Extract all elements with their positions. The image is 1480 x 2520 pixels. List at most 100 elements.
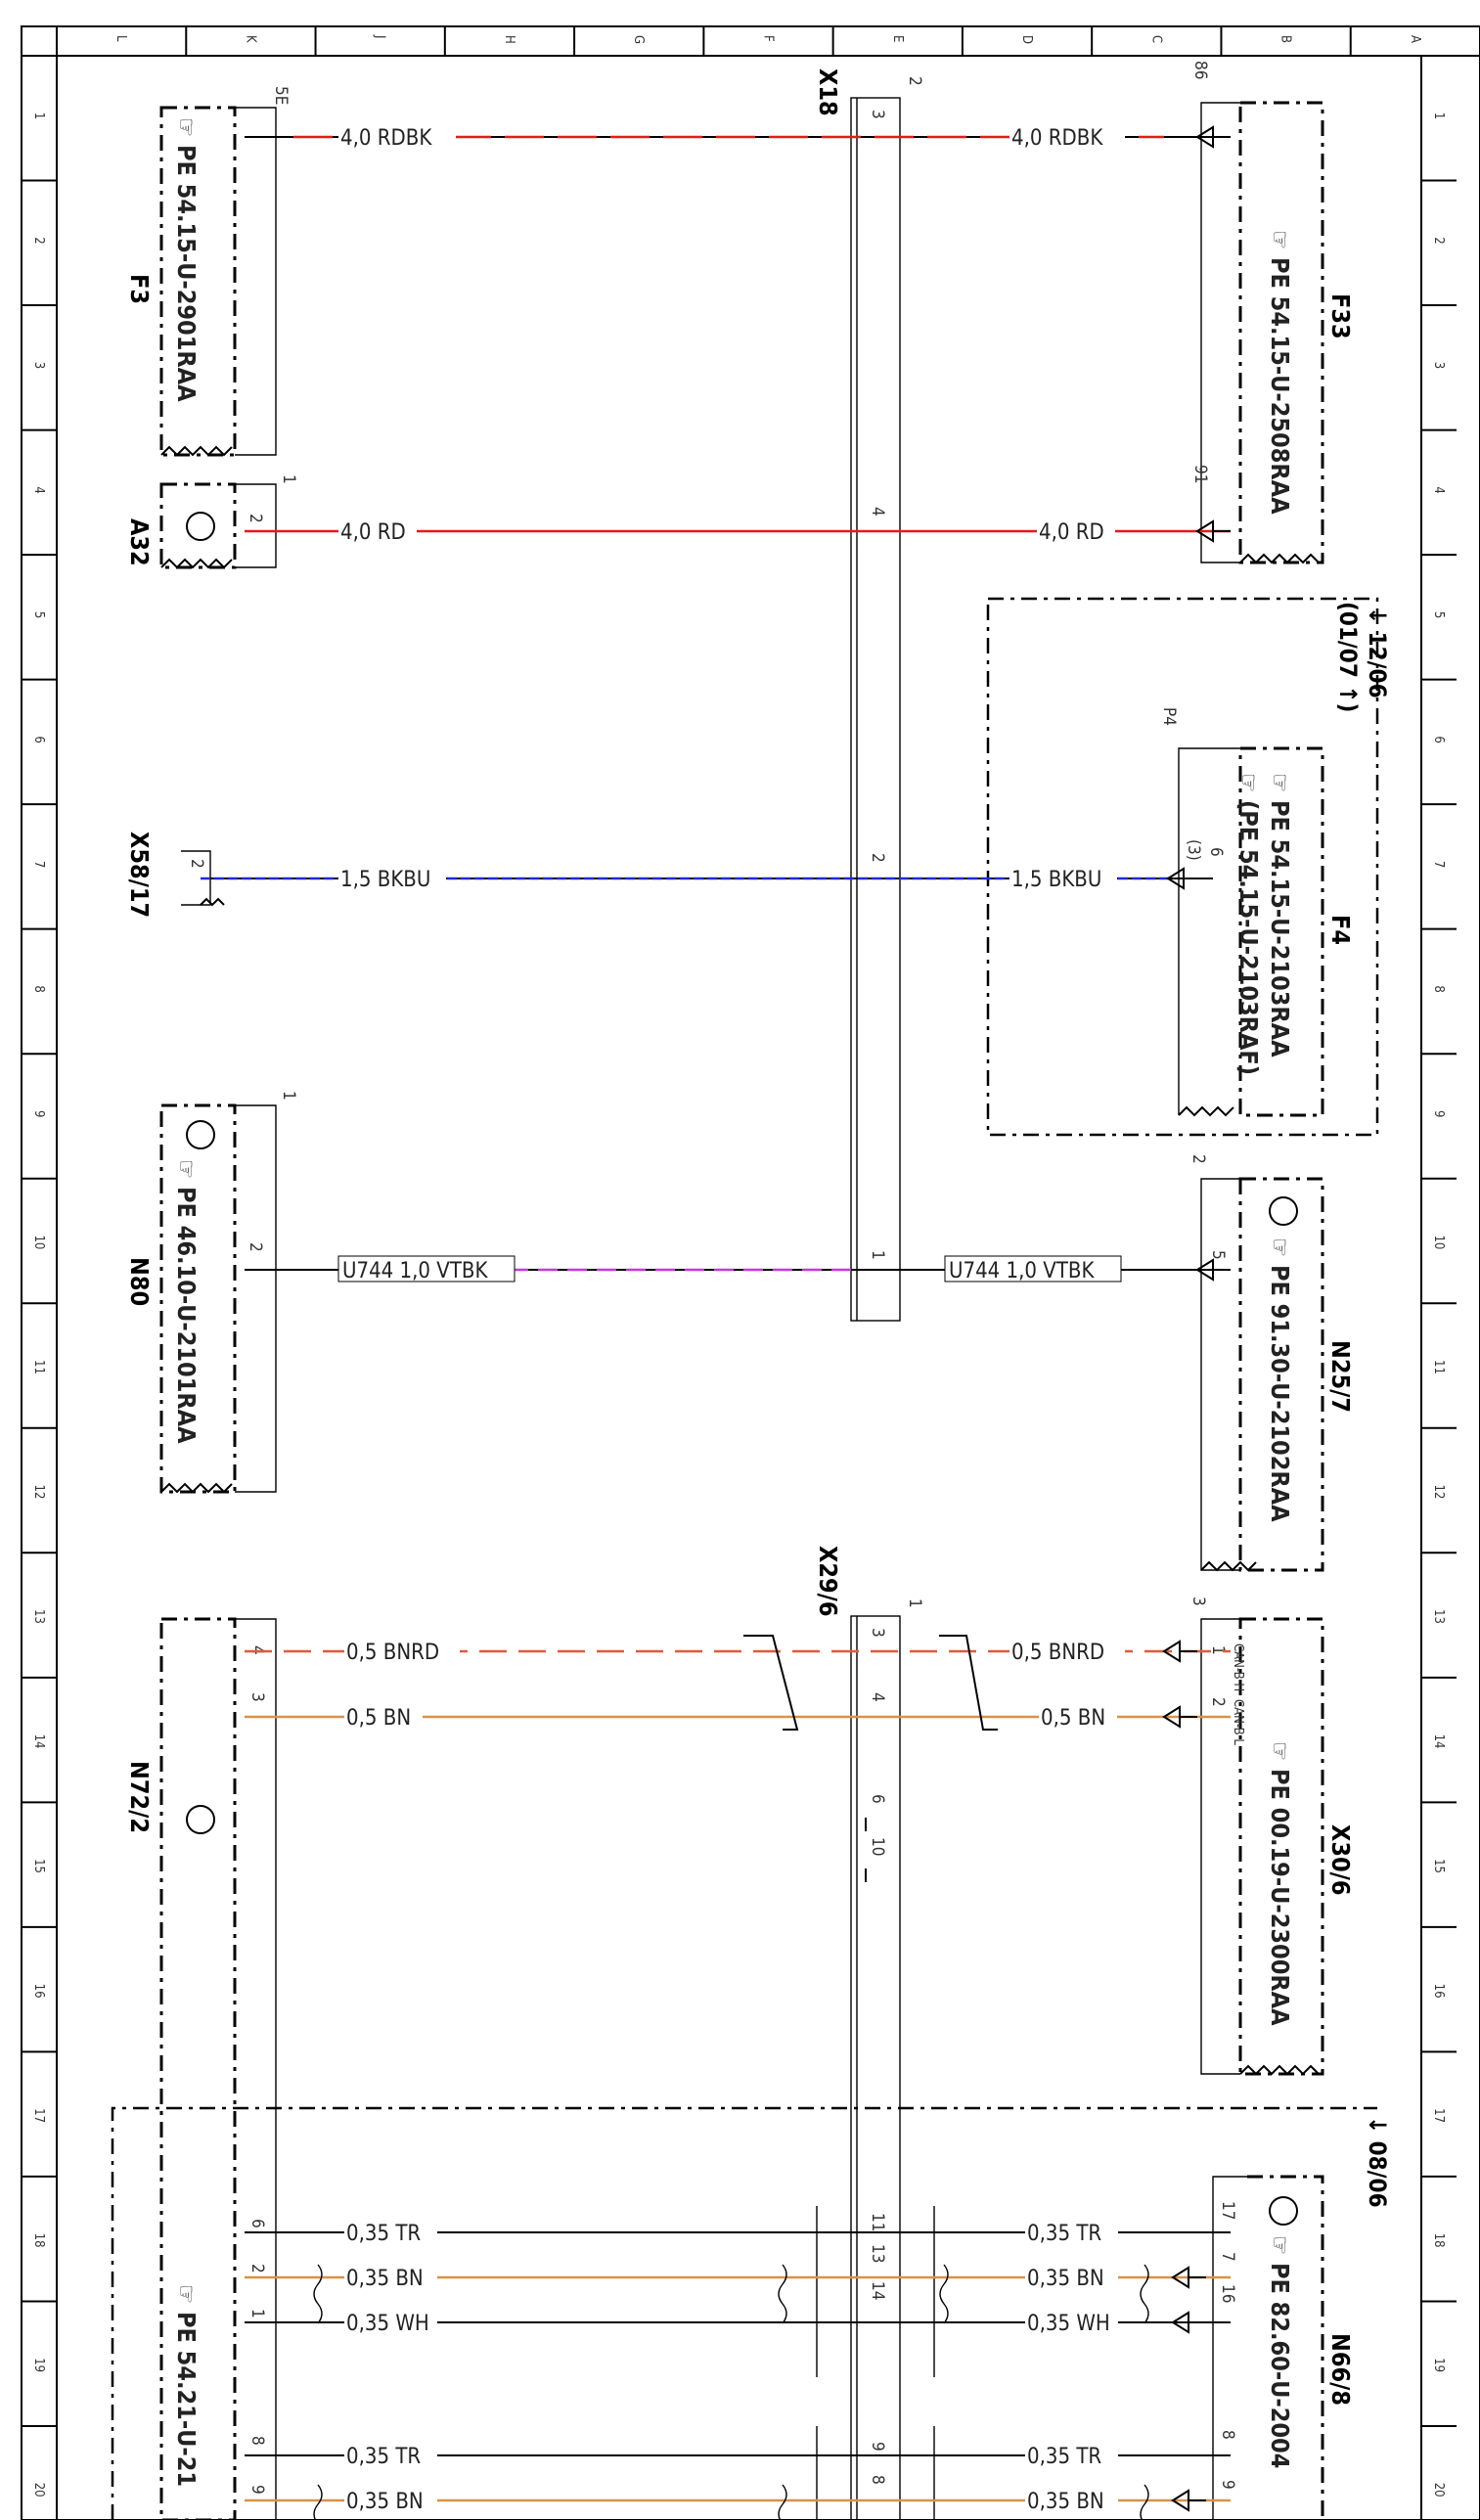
grid-number: 12 xyxy=(1431,1485,1446,1500)
grid-number: 2 xyxy=(1431,237,1446,244)
wire-row14-right: 0,5 BN xyxy=(1041,1706,1105,1731)
n66-range: ↓ 08/06 xyxy=(1364,2116,1391,2208)
arrow-icon xyxy=(1195,1258,1231,1282)
grid-number: 9 xyxy=(1431,1110,1446,1117)
wire-row10-left: U744 1,0 VTBK xyxy=(342,1259,488,1283)
n66-pin-17: 17 xyxy=(1218,2201,1237,2220)
n72-pin-2: 2 xyxy=(247,2264,267,2273)
grid-letter: G xyxy=(631,35,646,44)
x18-top-pin: 2 xyxy=(905,76,924,86)
grid-number: 17 xyxy=(1431,2108,1446,2123)
x18-pin-4: 4 xyxy=(868,507,887,517)
grid-number: 18 xyxy=(31,2233,46,2248)
grid-number: 12 xyxy=(31,1485,46,1500)
x29-pin-6: 6 xyxy=(868,1794,887,1804)
x30-can-l: CAN-B L xyxy=(1231,1699,1245,1745)
x29-pin-4: 4 xyxy=(868,1692,887,1702)
component-n80: N80 ☞ PE 46.10-U-2101RAA 2 1 xyxy=(125,1091,298,1494)
grid-number: 17 xyxy=(31,2108,46,2123)
grid-letter: H xyxy=(502,35,516,44)
grid-number: 7 xyxy=(1431,861,1446,868)
n66-pin-7: 7 xyxy=(1218,2252,1237,2262)
twist-squiggle-r2 xyxy=(1140,2484,1149,2520)
component-f3: F3 ☞ PE 54.15-U-2901RAA 5E xyxy=(125,86,291,457)
sensor-icon xyxy=(186,1805,215,1834)
grid-number: 3 xyxy=(1431,362,1446,369)
component-a32: A32 2 1 xyxy=(125,474,298,569)
x29-pin-14: 14 xyxy=(868,2281,887,2300)
grid-letter: E xyxy=(890,35,905,42)
grid-number: 8 xyxy=(1431,985,1446,992)
x29-label: X29/6 xyxy=(814,1546,842,1617)
f33-label: F33 xyxy=(1326,293,1355,339)
wire-row18-right: 0,35 TR xyxy=(1027,2222,1101,2246)
grid-number: 5 xyxy=(31,611,46,618)
grid-number: 19 xyxy=(1431,2358,1446,2372)
f4-range-a: ↓ 12/06 xyxy=(1364,607,1391,698)
grid-number: 20 xyxy=(31,2483,46,2498)
grid-letter: K xyxy=(243,35,257,43)
n25-pin-5: 5 xyxy=(1208,1250,1228,1260)
n25-ref: ☞ PE 91.30-U-2102RAA xyxy=(1266,1238,1294,1522)
wire-row4-left: 4,0 RD xyxy=(340,520,406,545)
grid-number: 13 xyxy=(31,1609,46,1624)
x29-pin-13: 13 xyxy=(868,2244,887,2263)
wire-row7-right: 1,5 BKBU xyxy=(1011,868,1101,892)
n80-pin-1: 1 xyxy=(279,1091,298,1101)
wire-row20a-left: 0,35 TR xyxy=(346,2445,421,2469)
x29-pin-3: 3 xyxy=(868,1628,887,1638)
wire-row19a-left: 0,35 BN xyxy=(346,2267,424,2291)
frame xyxy=(21,25,1480,2520)
a32-label: A32 xyxy=(125,518,154,566)
x18-label: X18 xyxy=(814,68,842,116)
grid-number: 2 xyxy=(31,237,46,244)
wire-row19b-right: 0,35 WH xyxy=(1027,2312,1110,2336)
twist-squiggle-l1 xyxy=(313,2264,323,2324)
grid-number: 11 xyxy=(1431,1360,1446,1374)
arrow-icon xyxy=(1195,125,1231,149)
f33-pin-86: 86 xyxy=(1190,61,1210,79)
f3-pin: 5E xyxy=(271,86,291,105)
n72-pin-9: 9 xyxy=(247,2485,267,2495)
wire-row19b-left: 0,35 WH xyxy=(346,2312,429,2336)
wire-row10-right: U744 1,0 VTBK xyxy=(949,1259,1095,1283)
f3-label: F3 xyxy=(125,274,154,304)
wires: 4,0 RDBK 4,0 RDBK 4,0 RD 4,0 RD 1,5 BKBU… xyxy=(201,123,1231,2520)
n66-label: N66/8 xyxy=(1326,2333,1355,2406)
grid-number: 5 xyxy=(1431,611,1446,618)
sensor-icon xyxy=(186,512,215,541)
wire-row7-left: 1,5 BKBU xyxy=(340,868,430,892)
arrow-icon xyxy=(1171,2489,1206,2512)
grid-number: 14 xyxy=(31,1734,46,1749)
f4-label: F4 xyxy=(1326,915,1355,945)
component-f4: F4 ☞ PE 54.15-U-2103RAA ☞ (PE 54.15-U-21… xyxy=(986,597,1391,1137)
n72-ref: ☞ PE 54.21-U-21 xyxy=(172,2284,201,2487)
connector-x29-6: X29/6 1 3 4 6 10 11 13 14 9 8 xyxy=(814,1546,935,2520)
grid-letter: J xyxy=(373,34,387,38)
sensor-icon xyxy=(186,1120,215,1149)
grid-number: 6 xyxy=(31,736,46,742)
arrow-icon xyxy=(1171,2266,1206,2289)
grid-number: 18 xyxy=(1431,2233,1446,2248)
grid-number: 4 xyxy=(31,486,46,493)
x29-shield xyxy=(816,2206,935,2377)
component-n66-8: N66/8 ☞ PE 82.60-U-2004 ↓ 08/06 17 7 16 … xyxy=(111,2106,1391,2520)
f33-ref: ☞ PE 54.15-U-2508RAA xyxy=(1266,230,1294,515)
grid-number: 6 xyxy=(1431,736,1446,742)
x29-pin-9: 9 xyxy=(868,2442,887,2452)
x58-label: X58/17 xyxy=(125,832,154,918)
component-x30-6: X30/6 ☞ PE 00.19-U-2300RAA 1 2 3 CAN-B H… xyxy=(1188,1597,1355,2076)
sensor-icon xyxy=(1269,1196,1298,1226)
grid-letter: A xyxy=(1408,35,1422,43)
x29-pin-11: 11 xyxy=(868,2213,887,2231)
f4-range-b: (01/07 ↑) xyxy=(1334,602,1362,712)
wire-row13-left: 0,5 BNRD xyxy=(346,1641,439,1665)
twist-squiggle-m3 xyxy=(778,2484,787,2520)
twist-mark-left xyxy=(743,1635,799,1731)
wire-row13-right: 0,5 BNRD xyxy=(1011,1641,1104,1665)
component-x58-17: X58/17 2 xyxy=(125,832,225,918)
n72-pin-6: 6 xyxy=(247,2219,267,2228)
x29-pin-8: 8 xyxy=(868,2475,887,2485)
